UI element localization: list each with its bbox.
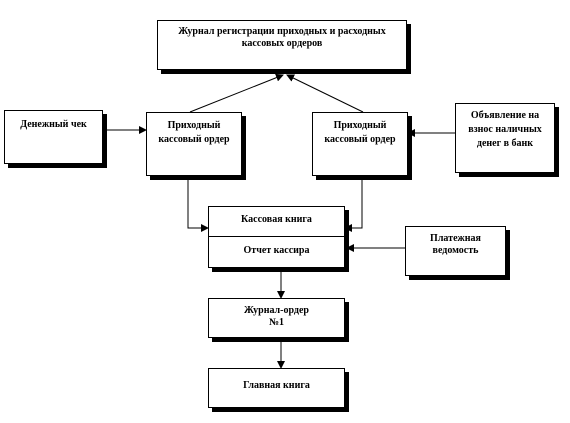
journal-registration-label: Журнал регистрации приходных и расходных… — [178, 26, 386, 49]
cash-book-divider — [209, 236, 344, 237]
receipt-order-left-label: Приходный кассовый ордер — [158, 120, 230, 145]
receipt-order-right-box: Приходный кассовый ордер — [312, 112, 408, 176]
arrow-left-receipt-to-journal — [189, 73, 284, 113]
general-ledger-label: Главная книга — [243, 380, 310, 391]
payment-statement-label: Платежная ведомость — [430, 233, 481, 256]
payment-statement-box: Платежная ведомость — [405, 226, 506, 276]
cashier-report-label: Отчет кассира — [243, 245, 310, 256]
money-check-box: Денежный чек — [4, 110, 103, 164]
arrow-left-receipt-to-cashbook — [187, 176, 209, 232]
journal-order-1-box: Журнал-ордер №1 — [208, 298, 345, 338]
receipt-order-left-box: Приходный кассовый ордер — [146, 112, 242, 176]
cash-deposit-notice-label: Объявление на взнос наличных денег в бан… — [468, 110, 542, 149]
money-check-label: Денежный чек — [20, 119, 87, 130]
journal-order-1-label: Журнал-ордер №1 — [244, 305, 309, 328]
general-ledger-box: Главная книга — [208, 368, 345, 408]
cash-deposit-notice-box: Объявление на взнос наличных денег в бан… — [455, 103, 555, 173]
journal-registration-box: Журнал регистрации приходных и расходных… — [157, 20, 407, 70]
arrow-right-receipt-to-cashbook — [344, 176, 363, 232]
cash-book-report-box: Кассовая книга Отчет кассира — [208, 206, 345, 268]
cash-book-label: Кассовая книга — [241, 214, 312, 225]
arrow-right-receipt-to-journal — [286, 74, 364, 113]
receipt-order-right-label: Приходный кассовый ордер — [324, 120, 396, 145]
